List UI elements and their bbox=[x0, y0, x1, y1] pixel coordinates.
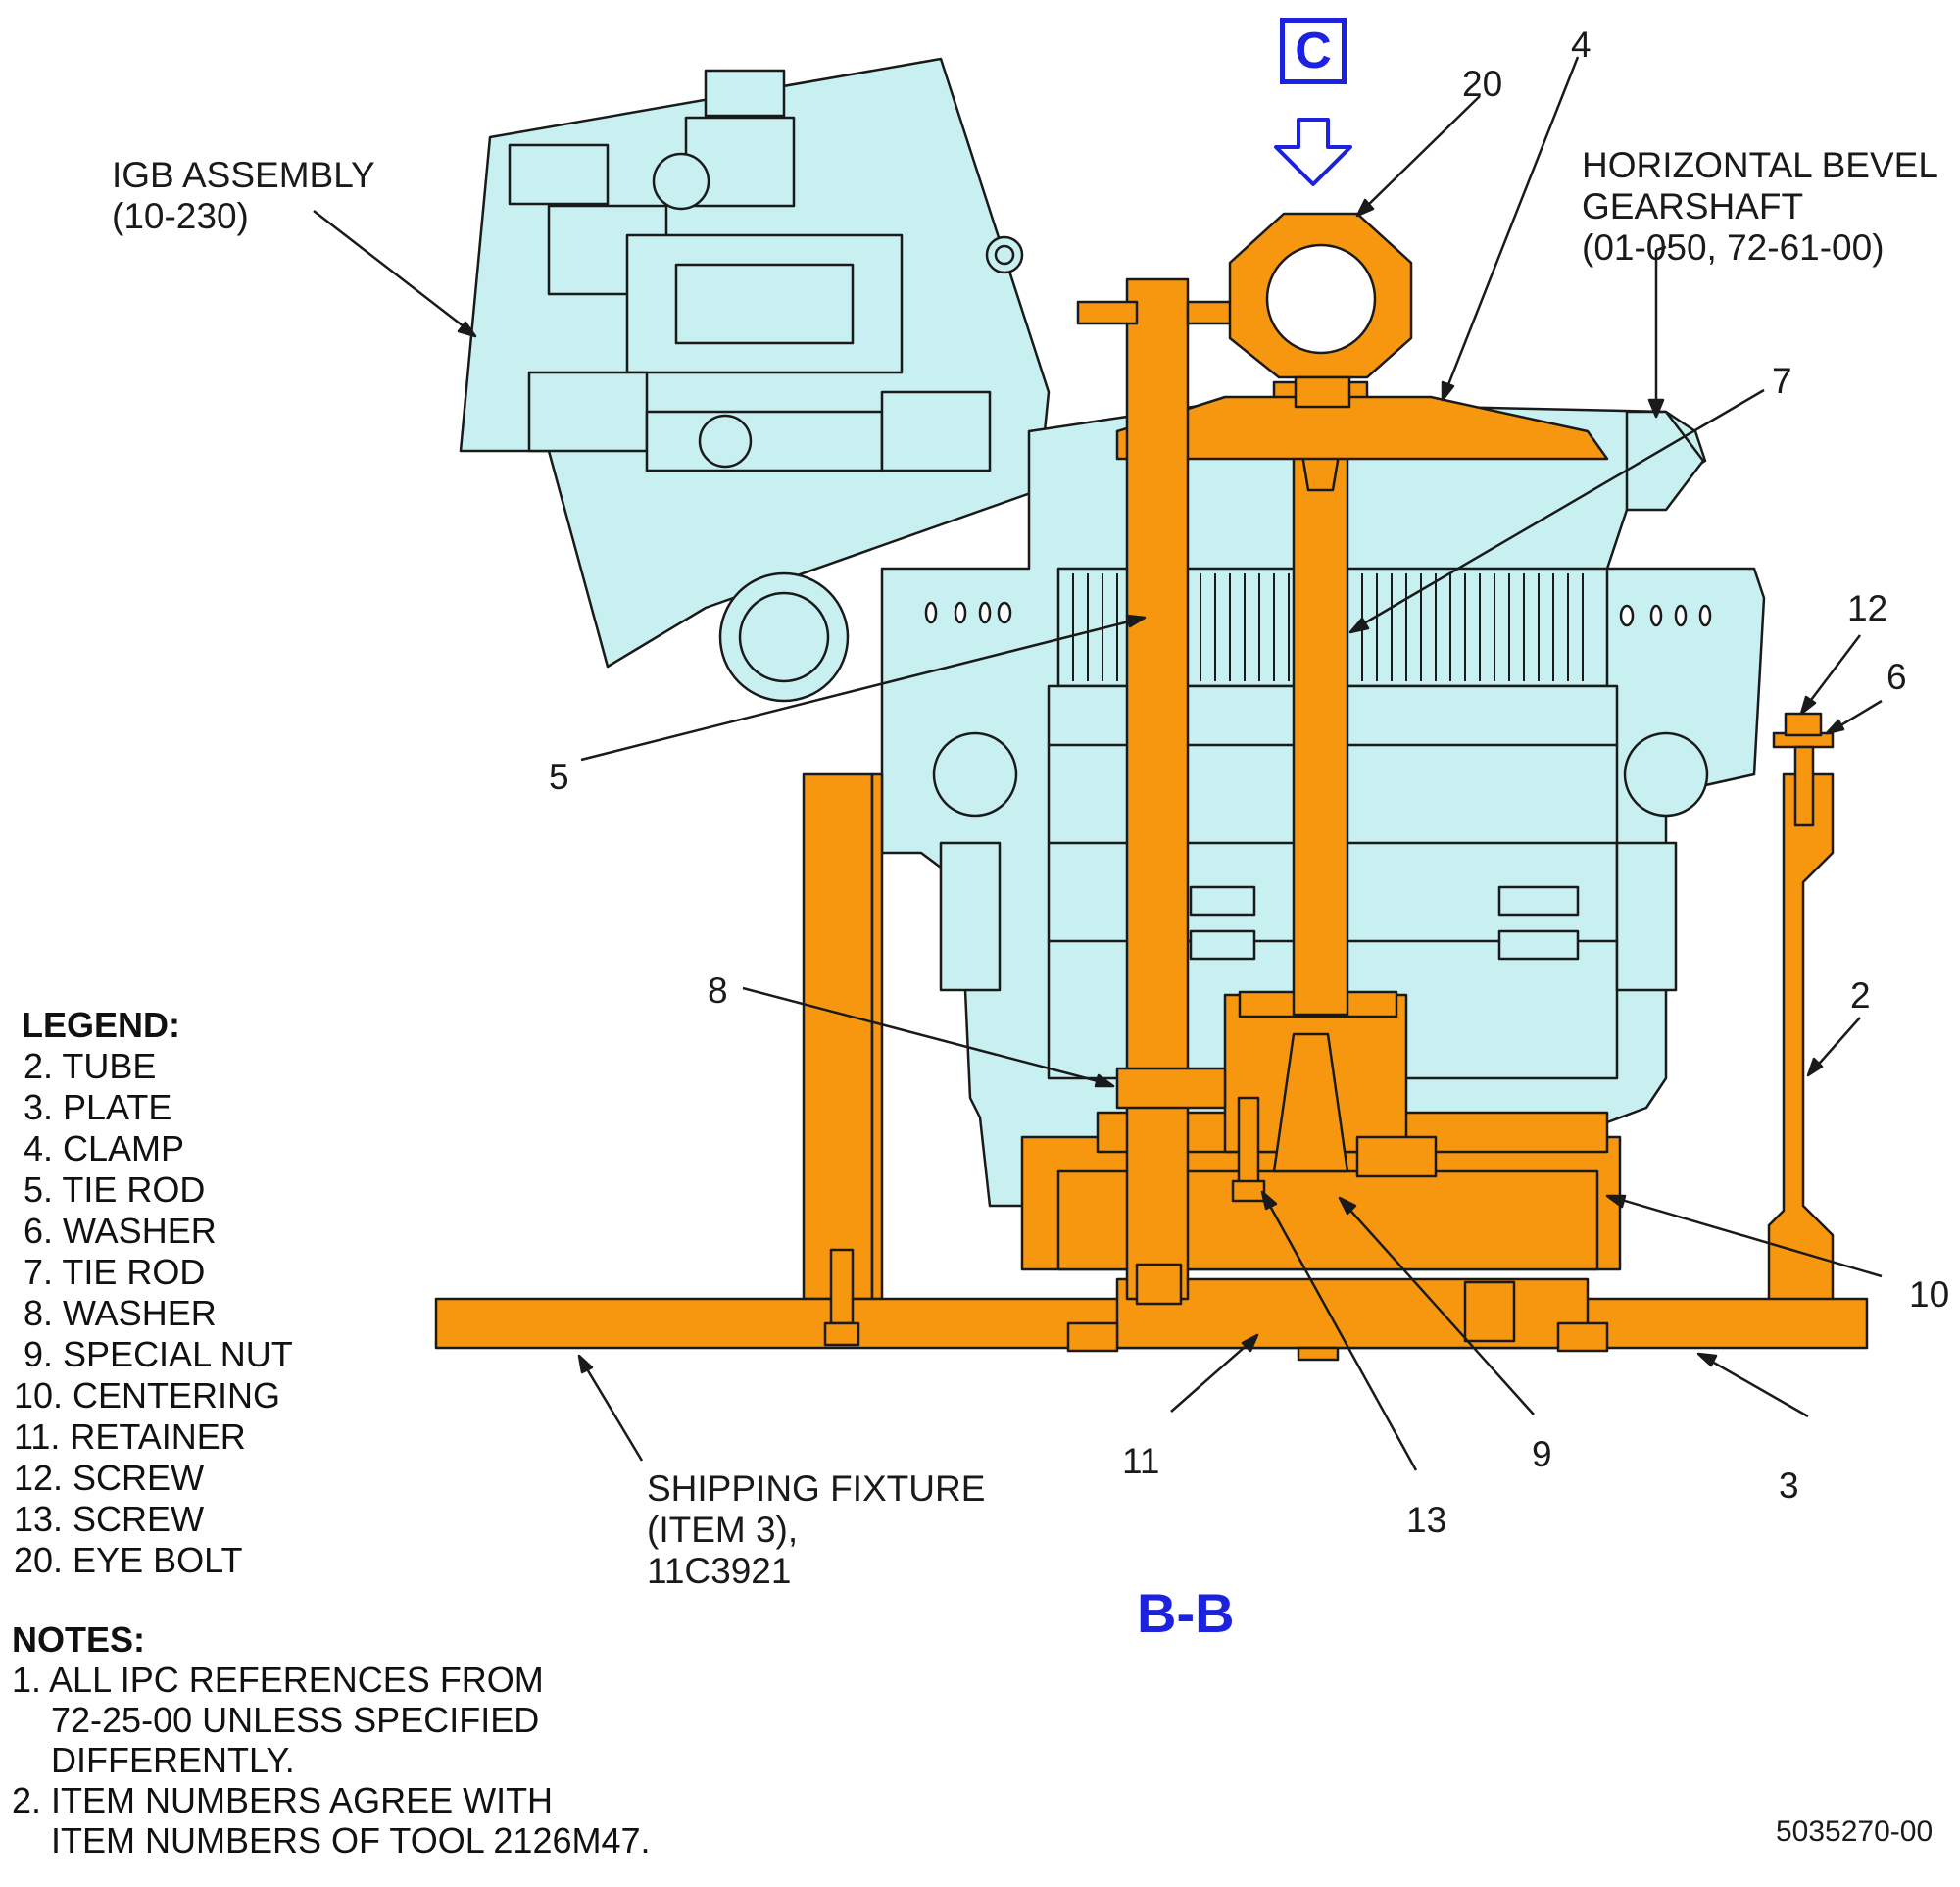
note-line: DIFFERENTLY. bbox=[12, 1740, 295, 1780]
legend-item: 2. TUBE bbox=[14, 1046, 157, 1086]
figure-id: 5035270-00 bbox=[1776, 1815, 1934, 1848]
igb-assembly-label-line-1: IGB ASSEMBLY bbox=[112, 155, 375, 195]
igb-assembly-label: IGB ASSEMBLY(10-230) bbox=[112, 155, 375, 237]
shipping-fixture-label-line-3: 11C3921 bbox=[647, 1551, 792, 1591]
view-arrow bbox=[1274, 118, 1352, 186]
legend-item: 11. RETAINER bbox=[14, 1416, 246, 1457]
legend: LEGEND: 2. TUBE 3. PLATE 4. CLAMP 5. TIE… bbox=[14, 1005, 293, 1581]
horizontal-bevel-label-line-2: GEARSHAFT bbox=[1582, 186, 1804, 226]
callout-11: 11 bbox=[1122, 1441, 1160, 1481]
legend-item: 10. CENTERING bbox=[14, 1375, 281, 1415]
callout-13: 13 bbox=[1406, 1500, 1447, 1540]
notes: NOTES: 1. ALL IPC REFERENCES FROM 72-25-… bbox=[12, 1619, 651, 1861]
legend-item: 3. PLATE bbox=[14, 1087, 172, 1127]
callout-9: 9 bbox=[1532, 1434, 1552, 1474]
legend-item: 5. TIE ROD bbox=[14, 1169, 206, 1210]
view-letter-box: C bbox=[1280, 18, 1347, 84]
horizontal-bevel-label-line-3: (01-050, 72-61-00) bbox=[1582, 227, 1885, 268]
legend-item: 8. WASHER bbox=[14, 1293, 217, 1333]
legend-item: 6. WASHER bbox=[14, 1211, 217, 1251]
callout-7: 7 bbox=[1772, 361, 1792, 401]
note-line: ITEM NUMBERS OF TOOL 2126M47. bbox=[12, 1820, 651, 1861]
note-line: 2. ITEM NUMBERS AGREE WITH bbox=[12, 1780, 554, 1820]
note-line: 72-25-00 UNLESS SPECIFIED bbox=[12, 1700, 540, 1740]
shipping-fixture-label-line-1: SHIPPING FIXTURE bbox=[647, 1468, 986, 1509]
shipping-fixture bbox=[434, 212, 1869, 1362]
igb-assembly-label-line-2: (10-230) bbox=[112, 196, 249, 236]
callout-10: 10 bbox=[1909, 1274, 1950, 1315]
section-label: B-B bbox=[1137, 1582, 1235, 1644]
note-line: 1. ALL IPC REFERENCES FROM bbox=[12, 1660, 544, 1700]
shipping-fixture-label: SHIPPING FIXTURE(ITEM 3),11C3921 bbox=[647, 1468, 985, 1592]
notes-title: NOTES: bbox=[12, 1619, 146, 1660]
leader-lines bbox=[313, 56, 1883, 1471]
callout-2: 2 bbox=[1850, 975, 1871, 1016]
callout-8: 8 bbox=[708, 970, 728, 1011]
callout-20: 20 bbox=[1462, 64, 1503, 104]
legend-item: 4. CLAMP bbox=[14, 1128, 185, 1168]
callout-12: 12 bbox=[1847, 588, 1888, 628]
legend-title: LEGEND: bbox=[22, 1005, 180, 1045]
legend-item: 7. TIE ROD bbox=[14, 1252, 206, 1292]
callout-5: 5 bbox=[549, 757, 569, 797]
legend-item: 20. EYE BOLT bbox=[14, 1540, 243, 1580]
legend-item: 12. SCREW bbox=[14, 1458, 205, 1498]
callout-3: 3 bbox=[1779, 1465, 1799, 1506]
igb-assembly bbox=[459, 57, 1051, 703]
callout-4: 4 bbox=[1571, 25, 1592, 65]
legend-item: 9. SPECIAL NUT bbox=[14, 1334, 293, 1374]
legend-item: 13. SCREW bbox=[14, 1499, 205, 1539]
horizontal-bevel-label-line-1: HORIZONTAL BEVEL bbox=[1582, 145, 1938, 185]
shipping-fixture-label-line-2: (ITEM 3), bbox=[647, 1510, 799, 1550]
callout-6: 6 bbox=[1886, 657, 1907, 697]
